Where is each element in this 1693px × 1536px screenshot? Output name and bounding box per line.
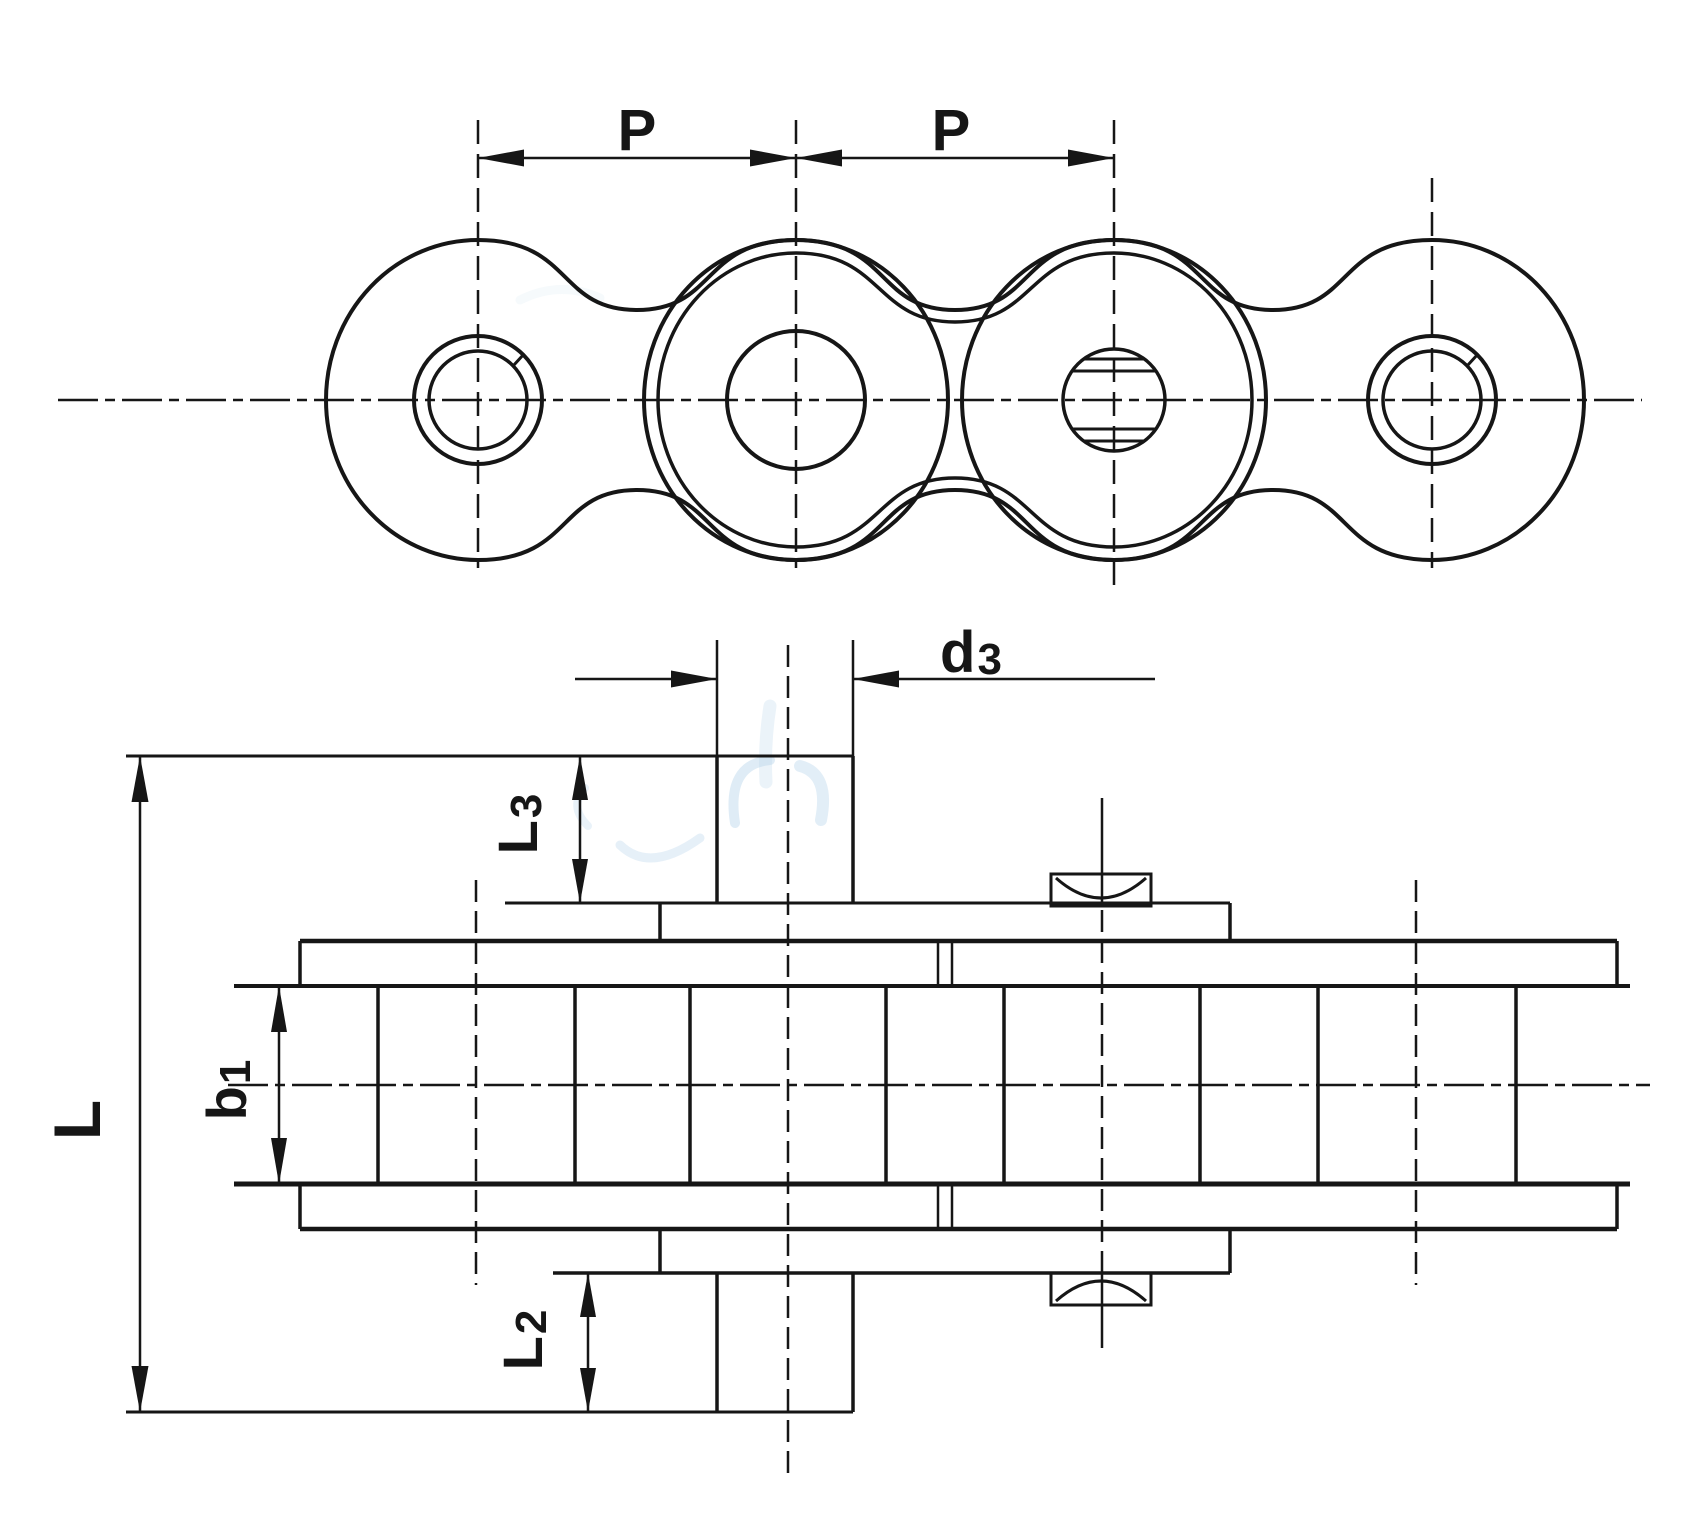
dim-inner-width [271,986,287,1184]
bushing-outer-circle-1 [412,334,544,466]
pitch-label-left: P [618,98,657,163]
pin-seam-chords-3 [1072,357,1156,443]
arrowhead-down [271,1138,287,1184]
side-view-centerlines [58,120,1642,585]
bushing-seam-4 [1465,352,1480,368]
link-plates [324,238,1586,562]
plate-edges [234,938,1630,1232]
pin-length-label: L [40,1100,114,1140]
arrowhead-up [572,756,588,800]
dim-protrusion-top [572,756,588,903]
arrowhead-up [271,986,287,1032]
cotter-pin-top [1049,872,1153,908]
cotter-pin-bottom [1049,1271,1153,1307]
inner-link-plate-inner-contour [656,251,1254,549]
bushing-inner-circle-4 [1381,349,1483,451]
protrusion-bottom-label: L2 [491,1310,556,1371]
pin-diameter-label: d3 [940,620,1002,685]
pin-circle-3 [1061,347,1167,453]
dim-protrusion-bottom [580,1273,596,1412]
arrowhead-down [131,1366,149,1412]
arrowhead-down [580,1368,596,1412]
roller-circle-2 [725,329,867,471]
inner-width-label: b1 [195,1060,260,1121]
arrowhead-down [572,859,588,903]
protrusion-top-label: L3 [486,794,551,855]
arrowhead-left [853,670,899,688]
dim-pitch-right [796,149,1114,167]
watermark-smudge [515,285,830,863]
bushing-seam-1 [511,352,526,368]
washer-plates [505,901,1232,1275]
arrowhead-left [478,149,524,167]
outer-link-plate-right [960,238,1586,562]
arrowhead-up [131,756,149,802]
arrowhead-right [1068,149,1114,167]
bushing-inner-circle-1 [427,349,529,451]
extended-pin [126,640,855,1414]
dim-pin-diameter [575,670,1155,688]
joint-holes [412,329,1498,471]
arrowhead-up [580,1273,596,1317]
pitch-label-right: P [932,98,971,163]
cotter-spring-arc-top [1055,876,1147,900]
rollers [376,986,1518,1184]
dim-pitch-left [478,149,796,167]
plan-view [126,640,1650,1478]
side-view [58,120,1642,585]
dim-pin-length [131,756,149,1412]
plan-joint-centerlines [474,645,1418,1478]
arrowhead-right [671,670,717,688]
bushing-outer-circle-4 [1366,334,1498,466]
cotter-spring-arc-bottom [1055,1279,1147,1303]
arrowhead-right [750,149,796,167]
arrowhead-left [796,149,842,167]
